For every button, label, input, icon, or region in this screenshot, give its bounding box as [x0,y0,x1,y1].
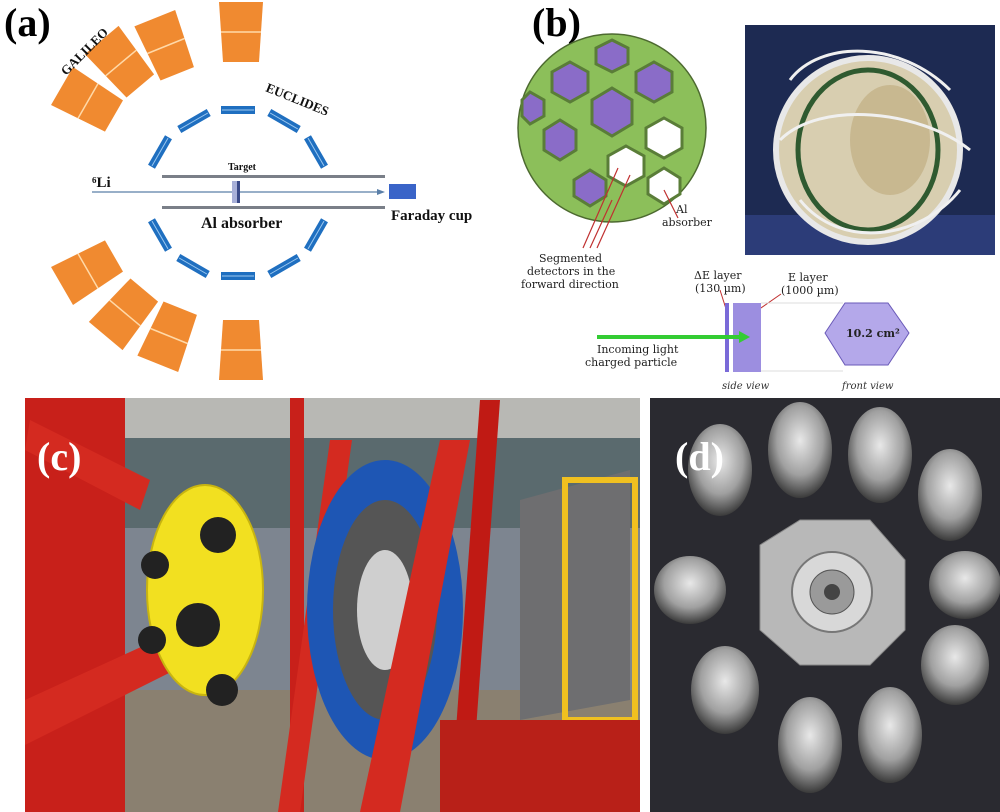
beam-pipe-lower [162,206,385,209]
area-label: 10.2 cm² [846,327,900,340]
euclides-photo [745,25,995,255]
beam-pipe-upper [162,175,385,178]
particle-arrow-head-icon [739,331,750,343]
panel-b-label: (b) [532,0,581,45]
panel-a: (a) ⁶Li Tar [4,0,472,381]
panel-d-label: (d) [675,434,724,479]
incoming-label-2: charged particle [585,356,677,369]
pmt-array [654,402,1000,793]
al-absorber-label-1: Al [675,203,688,216]
panel-c-label: (c) [37,434,81,479]
al-absorber [237,181,240,203]
side-view-label: side view [722,381,770,392]
target [232,181,237,203]
de-layer-label-2: (130 µm) [695,282,746,295]
segmented-label-1: Segmented [539,252,602,265]
faraday-label: Faraday cup [391,208,472,224]
target-label: Target [228,162,257,173]
beam-label: ⁶Li [92,175,111,191]
de-layer-label-1: ΔE layer [694,269,742,282]
al-absorber-label-2: absorber [662,216,713,229]
euclides-sphere-model [517,33,707,249]
absorber-label: Al absorber [201,215,282,232]
faraday-cup [389,184,416,199]
incoming-label-1: Incoming light [597,343,679,356]
front-view-hexagon [824,302,910,366]
segmented-label-3: forward direction [521,278,619,291]
e-layer-label-1: E layer [788,271,828,284]
beam-arrow-icon [377,189,385,195]
panel-c-photo: (c) [25,398,640,812]
segmented-label-2: detectors in the [527,265,615,278]
panel-a-label: (a) [4,0,51,45]
front-view-label: front view [841,381,894,392]
e-layer-label-2: (1000 µm) [781,284,839,297]
panel-b: (b) [517,0,995,392]
panel-d-photo: (d) [650,398,1000,812]
